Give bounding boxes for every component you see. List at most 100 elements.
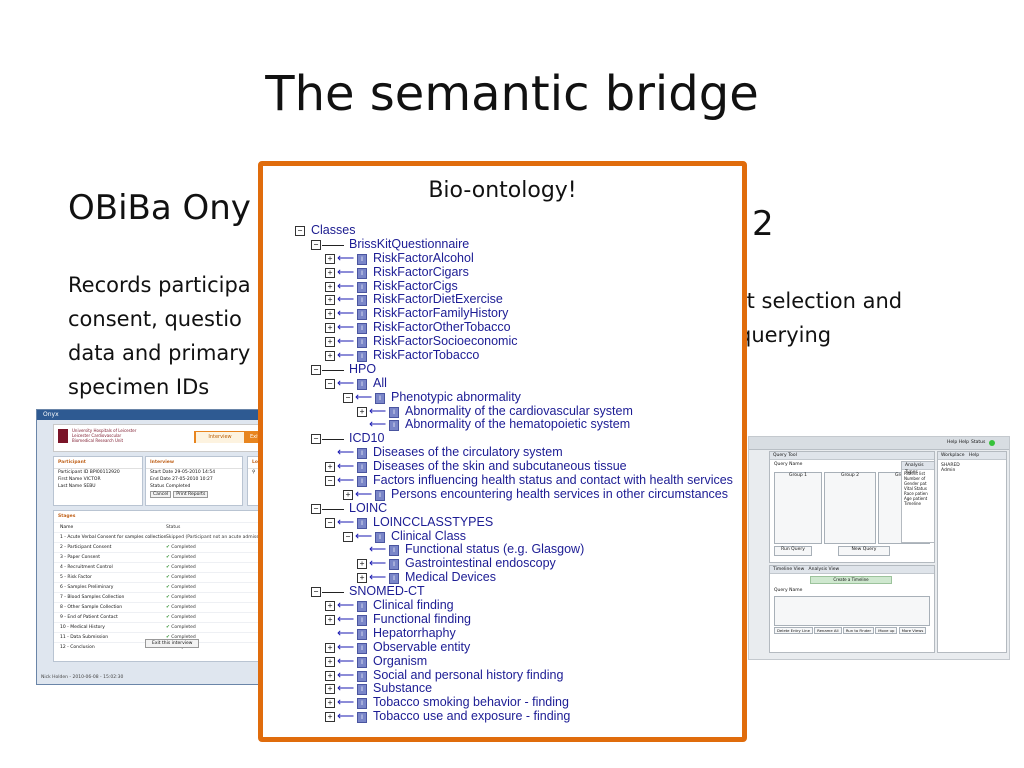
analysis-type-item[interactable]: Race patien [904,491,928,496]
workplace-item[interactable]: SHARED [941,463,960,468]
workplace-label: Workplace [941,453,965,458]
expand-icon[interactable]: + [325,351,335,362]
collapse-icon[interactable]: − [325,476,335,487]
expand-icon[interactable]: + [325,253,335,264]
expand-icon[interactable]: + [325,337,335,348]
expand-icon[interactable]: + [325,698,335,709]
stage-row[interactable]: 10 - Medical History✔ Completed [54,622,277,632]
expand-icon[interactable]: + [325,712,335,723]
analysis-type-item[interactable]: Timeline [904,501,922,506]
analysis-type-item[interactable]: Patient list [904,471,926,476]
analysis-view-tab[interactable]: Analysis View [808,567,840,572]
analysis-type-item[interactable]: Gender pat [904,481,927,486]
arrow-icon: ⟵ [337,445,355,460]
group-1-box[interactable]: Group 1 [774,472,822,544]
run-query-button[interactable]: Run Query [774,546,812,556]
run-to-finder-button[interactable]: Run to Finder [842,627,875,634]
tree-label: Social and personal history finding [373,667,564,682]
analysis-type-item[interactable]: Age patient [904,496,928,501]
expand-icon[interactable]: + [325,309,335,320]
expand-icon[interactable]: + [357,573,367,584]
collapse-icon[interactable]: − [343,531,353,542]
search-icon[interactable]: ⚲ [252,470,256,475]
expand-icon[interactable]: + [325,462,335,473]
tree-label: RiskFactorFamilyHistory [373,306,509,321]
analysis-type-item[interactable]: Number of [904,476,926,481]
stage-row[interactable]: 5 - Risk Factor✔ Completed [54,572,277,582]
timeline-header: Timeline View Analysis View [770,566,934,574]
stage-status-text: Completed [171,635,196,640]
stage-row[interactable]: 11 - Data Submission✔ Completed [54,632,277,642]
bio-ontology-panel: Bio-ontology! −Classes−BrissKitQuestionn… [258,161,747,742]
tab-interview[interactable]: Interview [196,432,244,443]
tree-label: Abnormality of the cardiovascular system [405,403,633,418]
stage-row[interactable]: 7 - Blood Samples Collection✔ Completed [54,592,277,602]
group-2-box[interactable]: Group 2 [824,472,876,544]
stage-row[interactable]: 8 - Other Sample Collection✔ Completed [54,602,277,612]
tree-label: All [373,375,387,390]
logo-line: Biomedical Research Unit [72,438,124,443]
new-query-button[interactable]: New Query [838,546,890,556]
arrow-icon: ⟵ [337,695,355,710]
cancel-button[interactable]: Cancel [150,491,172,498]
tab-exit[interactable]: Exit [250,434,260,440]
expand-icon[interactable]: + [325,295,335,306]
timeline-view-tab[interactable]: Timeline View [773,567,805,572]
right-line: querying [738,323,832,347]
expand-icon[interactable]: + [325,267,335,278]
expand-icon[interactable]: + [325,281,335,292]
collapse-icon[interactable]: − [295,226,305,236]
tree-label: LOINCCLASSTYPES [373,514,494,529]
expand-icon[interactable]: + [325,614,335,625]
collapse-icon[interactable]: − [343,392,353,403]
print-reports-button[interactable]: Print Reports [173,491,209,498]
arrow-icon: ⟵ [337,667,355,682]
help-menu[interactable]: Help Help [947,440,969,445]
expand-icon[interactable]: + [357,406,367,417]
collapse-icon[interactable]: − [311,587,321,598]
expand-icon[interactable]: + [325,656,335,667]
tree-label: RiskFactorAlcohol [373,250,474,265]
tree-connector [322,244,344,246]
stage-row[interactable]: 9 - End of Patient Contact✔ Completed [54,612,277,622]
workplace-item[interactable]: Admin [941,468,956,473]
expand-icon[interactable]: + [325,601,335,612]
collapse-icon[interactable]: − [311,239,321,250]
more-views-button[interactable]: More Views [898,627,927,634]
expand-icon[interactable]: + [325,323,335,334]
expand-icon[interactable]: + [357,559,367,570]
collapse-icon[interactable]: − [311,434,321,445]
class-icon: I [375,392,385,404]
class-icon: I [389,573,399,585]
expand-icon[interactable]: + [325,684,335,695]
analysis-type-item[interactable]: Vital Status [904,486,927,491]
arrow-icon: ⟵ [337,639,355,654]
stage-row[interactable]: 3 - Paper Consent✔ Completed [54,552,277,562]
rename-all-button[interactable]: Rename All [814,627,842,634]
class-icon: I [375,531,385,543]
tree-label: Clinical Class [391,528,467,543]
expand-icon[interactable]: + [325,642,335,653]
collapse-icon[interactable]: − [311,364,321,375]
exit-interview-button[interactable]: Exit this interview [145,639,200,648]
collapse-icon[interactable]: − [311,503,321,514]
expand-icon[interactable]: + [343,489,353,500]
delete-entry-button[interactable]: Delete Entry Line [774,627,813,634]
class-icon: I [357,309,367,321]
stage-row[interactable]: 4 - Recruitment Control✔ Completed [54,562,277,572]
tree-label: Functional finding [373,611,471,626]
move-up-button[interactable]: Move up [875,627,898,634]
expand-icon[interactable]: + [325,670,335,681]
arrow-icon: ⟵ [369,542,387,557]
stage-row[interactable]: 2 - Participant Consent✔ Completed [54,542,277,552]
stage-row[interactable]: 6 - Samples Preliminary✔ Completed [54,582,277,592]
class-icon: I [357,281,367,293]
stage-row[interactable]: 1 - Acute Verbal Consent for samples col… [54,532,277,542]
collapse-icon[interactable]: − [325,517,335,528]
left-line: Records participa [68,273,251,297]
help-label[interactable]: Help [968,453,980,458]
collapse-icon[interactable]: − [325,378,335,389]
tree-label: Observable entity [373,639,471,654]
stage-name: 10 - Medical History [60,625,105,630]
create-timeline-button[interactable]: Create a Timeline [810,576,892,584]
